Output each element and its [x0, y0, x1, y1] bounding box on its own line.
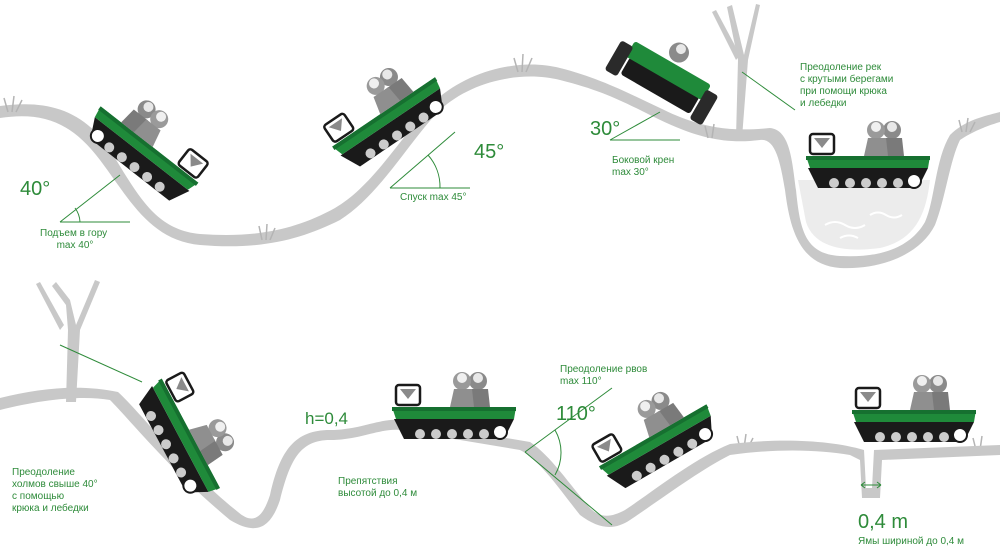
side-roll-caption-line-2: max 30° [612, 167, 649, 178]
river-caption-line-3: при помощи крюка [800, 86, 887, 97]
vehicle-ditch [580, 372, 724, 496]
side-roll-caption: Боковой крен max 30° [612, 155, 677, 178]
river-caption-line-2: с крутыми берегами [800, 73, 893, 85]
hill-leader-line [59, 344, 143, 383]
side-roll-caption-line-1: Боковой крен [612, 155, 674, 166]
pit-caption: Ямы шириной до 0,4 м [858, 536, 964, 547]
river-caption-line-4: и лебедки [800, 97, 846, 109]
vehicle-pit [850, 373, 978, 444]
river-caption-line-1: Преодоление рек [800, 62, 882, 73]
tree-bottom-left [36, 280, 100, 402]
river-caption: Преодоление рек с крутыми берегами при п… [800, 62, 896, 109]
hills-caption-line-4: крюка и лебедки [12, 502, 89, 514]
ditch-caption-line-1: Преодоление рвов [560, 364, 647, 375]
climb-angle-label: 40° [20, 178, 50, 200]
tree-top-right [712, 4, 760, 138]
ditch-angle-guide [524, 387, 613, 526]
hills-caption-line-2: холмов свыше 40° [12, 479, 98, 490]
pit-width-arrow [860, 481, 882, 489]
river-leader-line [741, 71, 796, 111]
pit-width-label: 0,4 m [858, 511, 908, 533]
descent-angle-guide [389, 131, 470, 189]
vehicle-side-roll [605, 41, 718, 125]
vehicle-descent [311, 47, 455, 175]
hills-caption-line-1: Преодоление [12, 467, 75, 478]
obstacle-caption: Препятствия высотой до 0,4 м [338, 476, 417, 499]
obstacle-height-label: h=0,4 [305, 409, 348, 428]
ditch-angle-label: 110° [556, 403, 596, 425]
climb-caption: Подъем в гору max 40° [40, 228, 110, 251]
vehicle-obstacle [390, 370, 518, 441]
river-water [798, 180, 930, 250]
climb-caption-line-2: max 40° [57, 240, 94, 251]
hills-caption-line-3: с помощью [12, 491, 65, 502]
descent-angle-label: 45° [474, 141, 504, 163]
ditch-caption-line-2: max 110° [560, 376, 602, 387]
climb-caption-line-1: Подъем в гору [40, 228, 107, 239]
hills-caption: Преодоление холмов свыше 40° с помощью к… [12, 467, 100, 514]
top-terrain [0, 64, 1000, 269]
climb-angle-guide [59, 174, 130, 223]
side-roll-angle-guide [609, 111, 680, 141]
obstacle-caption-line-2: высотой до 0,4 м [338, 488, 417, 499]
obstacle-caption-line-1: Препятствия [338, 476, 398, 487]
ditch-caption: Преодоление рвов max 110° [560, 364, 650, 387]
descent-caption: Спуск max 45° [400, 192, 466, 203]
vehicle-climb [79, 77, 222, 210]
side-roll-angle-label: 30° [590, 118, 620, 140]
vehicle-river [804, 119, 932, 190]
